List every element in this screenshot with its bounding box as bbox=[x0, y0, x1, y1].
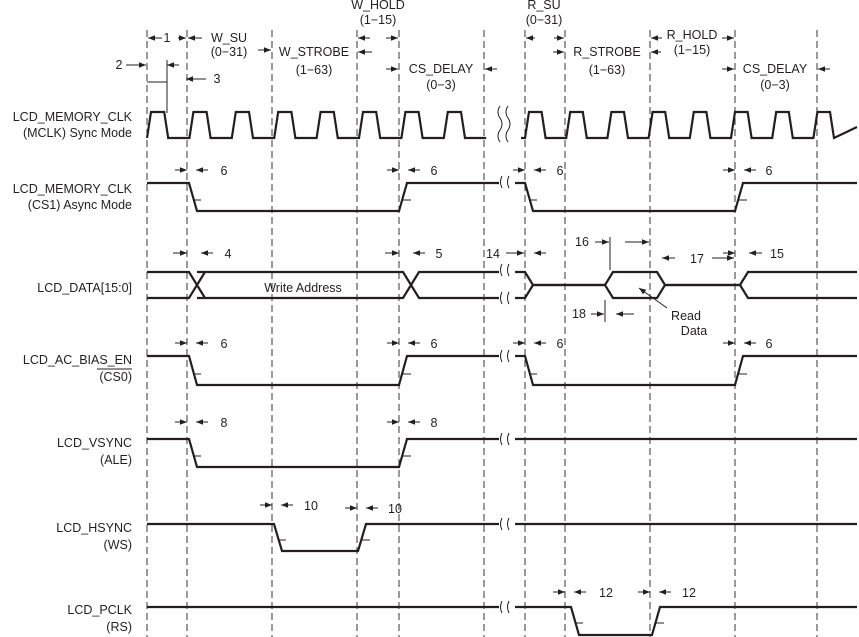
cs-delay2-label: CS_DELAY bbox=[743, 62, 808, 76]
signal-label-mclk-sub: (MCLK) Sync Mode bbox=[23, 126, 132, 140]
param-18: 18 bbox=[572, 307, 586, 321]
cs1-waveform bbox=[147, 181, 857, 213]
w-strobe-label: W_STROBE bbox=[279, 45, 349, 59]
param-6: 6 bbox=[431, 164, 438, 178]
mclk-waveform bbox=[145, 110, 487, 140]
cs-delay-label: CS_DELAY bbox=[409, 62, 474, 76]
r-hold-label: R_HOLD bbox=[667, 28, 718, 42]
param-6: 6 bbox=[221, 337, 228, 351]
time-breaks bbox=[497, 104, 515, 614]
param-10: 10 bbox=[304, 499, 318, 513]
data-bus-lower bbox=[197, 270, 857, 300]
param-4: 4 bbox=[225, 247, 232, 261]
param-6: 6 bbox=[557, 337, 564, 351]
signal-label-hsync: LCD_HSYNC bbox=[56, 521, 132, 535]
param-5: 5 bbox=[436, 247, 443, 261]
param-6: 6 bbox=[431, 337, 438, 351]
waveforms bbox=[145, 110, 857, 637]
r-su-range: (0−31) bbox=[526, 13, 562, 27]
signal-label-pclk-sub: (RS) bbox=[106, 620, 132, 634]
phase-annotations: 1 W_SU (0−31) W_STROBE (1−63) W_HOLD (1−… bbox=[116, 0, 830, 113]
param-14: 14 bbox=[486, 247, 500, 261]
param-6: 6 bbox=[557, 164, 564, 178]
data-bus-top bbox=[147, 270, 206, 299]
param-12: 12 bbox=[599, 586, 613, 600]
arrow bbox=[638, 287, 668, 309]
vsync-waveform bbox=[147, 437, 857, 469]
read-data-label-2: Data bbox=[681, 324, 707, 338]
signal-label-vsync-sub: (ALE) bbox=[100, 453, 132, 467]
w-su-label: W_SU bbox=[211, 31, 247, 45]
param-6: 6 bbox=[221, 164, 228, 178]
reference-lines bbox=[146, 30, 818, 637]
param-8: 8 bbox=[431, 416, 438, 430]
param-8: 8 bbox=[221, 416, 228, 430]
hsync-waveform bbox=[147, 522, 857, 553]
cs0-waveform bbox=[147, 354, 857, 387]
param-17: 17 bbox=[690, 252, 704, 266]
param-12: 12 bbox=[682, 586, 696, 600]
r-su-label: R_SU bbox=[527, 0, 560, 12]
w-hold-label: W_HOLD bbox=[351, 0, 404, 12]
signal-label-mclk: LCD_MEMORY_CLK bbox=[13, 110, 133, 124]
signal-label-pclk: LCD_PCLK bbox=[67, 603, 132, 617]
r-hold-range: (1−15) bbox=[674, 43, 710, 57]
param-1: 1 bbox=[164, 31, 171, 45]
r-strobe-label: R_STROBE bbox=[573, 45, 640, 59]
param-10: 10 bbox=[388, 502, 402, 516]
signal-label-data: LCD_DATA[15:0] bbox=[37, 281, 132, 295]
edge-ticks bbox=[193, 199, 747, 624]
signal-labels: LCD_MEMORY_CLK (MCLK) Sync Mode LCD_MEMO… bbox=[13, 110, 133, 634]
param-6: 6 bbox=[766, 164, 773, 178]
signal-label-cs0: LCD_AC_BIAS_EN bbox=[23, 353, 132, 367]
w-strobe-range: (1−63) bbox=[296, 63, 332, 77]
data-bus-bottom bbox=[147, 271, 206, 300]
read-data-label: Read bbox=[671, 309, 701, 323]
signal-label-vsync: LCD_VSYNC bbox=[57, 436, 132, 450]
signal-label-hsync-sub: (WS) bbox=[104, 538, 132, 552]
param-2: 2 bbox=[116, 58, 123, 72]
mclk-waveform-right bbox=[521, 110, 858, 140]
signal-label-cs0-sub: (CS0) bbox=[99, 370, 132, 384]
cs-delay2-range: (0−3) bbox=[760, 78, 790, 92]
cs-delay-range: (0−3) bbox=[426, 78, 456, 92]
r-strobe-range: (1−63) bbox=[589, 63, 625, 77]
data-bus-upper bbox=[197, 270, 857, 300]
w-hold-range: (1−15) bbox=[360, 13, 396, 27]
param-16: 16 bbox=[575, 235, 589, 249]
signal-label-cs1-sub: (CS1) Async Mode bbox=[28, 198, 132, 212]
param-6: 6 bbox=[766, 337, 773, 351]
param-15: 15 bbox=[770, 247, 784, 261]
param-3: 3 bbox=[214, 72, 221, 86]
w-su-range: (0−31) bbox=[211, 45, 247, 59]
write-address-label: Write Address bbox=[264, 281, 342, 295]
parameter-annotations: 6 6 6 6 4 5 14 16 17 15 18 bbox=[173, 164, 784, 600]
signal-label-cs1: LCD_MEMORY_CLK bbox=[13, 182, 133, 196]
